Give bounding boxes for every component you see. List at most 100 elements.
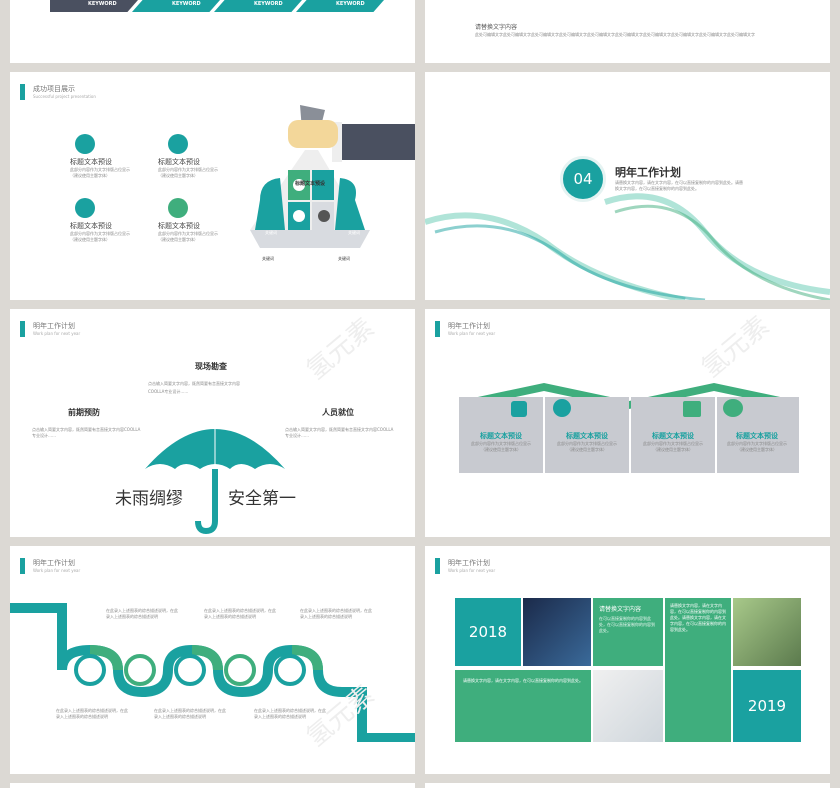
item-note: （建议使用主题字体） bbox=[158, 237, 198, 242]
slide2-title: 请替换文字内容 bbox=[475, 24, 518, 31]
card-title: 标题文本预设 bbox=[480, 432, 522, 440]
slide-title: 成功项目展示 bbox=[33, 85, 75, 93]
slide-5[interactable]: 明年工作计划 Work plan for next year 现场勘查 点击输入… bbox=[10, 309, 415, 537]
keyword-row: KEYWORD KEYWORD KEYWORD KEYWORD bbox=[50, 0, 410, 12]
slide-10-partial[interactable] bbox=[425, 783, 830, 788]
body-right: 点击输入简要文字内容，既然简要有言直接文字内容COOLLA专业设计…… bbox=[285, 427, 394, 438]
roof-ribbon bbox=[459, 383, 799, 409]
card-1-text: 标题文本预设 此部分内容作为文字排版占位显示 （建议使用主题字体） bbox=[461, 431, 541, 453]
watermark: 氢元素 bbox=[696, 310, 776, 384]
item-3: 标题文本预设 此部分内容作为文字排版占位显示 （建议使用主题字体） bbox=[70, 198, 145, 243]
section-number: 04 bbox=[573, 170, 593, 188]
slide-2[interactable]: 请替换文字内容 此处可编辑文字此处可编辑文字此处可编辑文字此处可编辑文字此处可编… bbox=[425, 0, 830, 63]
item-desc: 此部分内容作为文字排版占位显示 bbox=[70, 167, 130, 172]
card-3[interactable] bbox=[631, 397, 715, 473]
slide-subtitle: Work plan for next year bbox=[33, 331, 81, 336]
top-text-3: 在此录入上述图表的综合描述说明，在此录入上述图表的综合描述说明 bbox=[300, 608, 372, 619]
title-accent-bar bbox=[20, 84, 25, 100]
card-title: 标题文本预设 bbox=[566, 432, 608, 440]
center-body: 在可以直接复制你的内容到此处，在可以直接复制你的内容到此处。 bbox=[599, 616, 655, 633]
card-note: （建议使用主题字体） bbox=[567, 447, 607, 452]
year-2019: 2019 bbox=[747, 697, 787, 715]
year-2019-tile: 2019 bbox=[733, 670, 801, 742]
bag-label-3: 关键词 bbox=[262, 256, 274, 261]
item-title: 标题文本预设 bbox=[70, 222, 112, 230]
bottom-text-2: 在此录入上述图表的综合描述说明，在此录入上述图表的综合描述说明 bbox=[154, 708, 226, 719]
cards bbox=[459, 397, 799, 473]
user-icon bbox=[75, 134, 95, 154]
heading-top: 现场勘查 bbox=[195, 362, 227, 371]
card-title: 标题文本预设 bbox=[652, 432, 694, 440]
right-body: 请替换文字内容，请在文字内容，在可以直接复制你的内容到此处。请替换文字内容，请在… bbox=[670, 603, 726, 632]
body-top: 点击输入简要文字内容，既然简要有言直接文字内容 bbox=[148, 381, 240, 386]
wave-decoration bbox=[425, 193, 830, 300]
title-accent-bar bbox=[20, 321, 25, 337]
card-note: （建议使用主题字体） bbox=[737, 447, 777, 452]
item-note: （建议使用主题字体） bbox=[158, 173, 198, 178]
bag-label-1: 关键词 bbox=[265, 230, 277, 235]
slide-8[interactable]: 明年工作计划 Work plan for next year 2018 请替换文… bbox=[425, 546, 830, 774]
item-note: （建议使用主题字体） bbox=[70, 237, 110, 242]
slide-4[interactable]: 04 明年工作计划 请替换文字内容，请在文字内容，在可以直接复制你的内容到此处。… bbox=[425, 72, 830, 300]
chart-icon bbox=[168, 134, 188, 154]
slide-3[interactable]: 成功项目展示 Successful project presentation 标… bbox=[10, 72, 415, 300]
section-number-badge: 04 bbox=[560, 156, 606, 202]
bulb-icon bbox=[168, 198, 188, 218]
slide-subtitle: Work plan for next year bbox=[448, 568, 496, 573]
slide-1[interactable]: KEYWORD KEYWORD KEYWORD KEYWORD bbox=[10, 0, 415, 63]
keyword-2: KEYWORD bbox=[132, 0, 220, 12]
bottom-text-1: 在此录入上述图表的综合描述说明，在此录入上述图表的综合描述说明 bbox=[56, 708, 128, 719]
timeline-path bbox=[10, 603, 415, 742]
top-text-1: 在此录入上述图表的综合描述说明，在此录入上述图表的综合描述说明 bbox=[106, 608, 178, 619]
team-icon bbox=[723, 399, 743, 417]
watermark: 氢元素 bbox=[301, 312, 381, 386]
card-desc: 此部分内容作为文字排版占位显示 bbox=[557, 441, 617, 446]
slogan-left: 未雨绸缪 bbox=[115, 489, 183, 509]
title-accent-bar bbox=[435, 558, 440, 574]
item-4: 标题文本预设 此部分内容作为文字排版占位显示 （建议使用主题字体） bbox=[158, 198, 233, 243]
slide-6[interactable]: 明年工作计划 Work plan for next year 标题文本预设 此部… bbox=[425, 309, 830, 537]
item-note: （建议使用主题字体） bbox=[70, 173, 110, 178]
money-bag-illustration bbox=[250, 105, 415, 248]
slide2-body: 此处可编辑文字此处可编辑文字此处可编辑文字此处可编辑文字此处可编辑文字此处可编辑… bbox=[475, 32, 755, 37]
card-desc: 此部分内容作为文字排版占位显示 bbox=[727, 441, 787, 446]
item-desc: 此部分内容作为文字排版占位显示 bbox=[158, 167, 218, 172]
monitor-icon bbox=[683, 401, 701, 417]
bag-label-2: 关键词 bbox=[348, 230, 360, 235]
slide-7[interactable]: 明年工作计划 Work plan for next year 在此录入上述图表的… bbox=[10, 546, 415, 774]
slide-subtitle: Successful project presentation bbox=[33, 94, 96, 99]
section-title: 明年工作计划 bbox=[615, 166, 681, 179]
item-title: 标题文本预设 bbox=[70, 158, 112, 166]
bottom-text-3: 在此录入上述图表的综合描述说明，在此录入上述图表的综合描述说明 bbox=[254, 708, 326, 719]
card-2-text: 标题文本预设 此部分内容作为文字排版占位显示 （建议使用主题字体） bbox=[547, 431, 627, 453]
item-desc: 此部分内容作为文字排版占位显示 bbox=[70, 231, 130, 236]
card-note: （建议使用主题字体） bbox=[653, 447, 693, 452]
keyword-3: KEYWORD bbox=[214, 0, 302, 12]
card-3-text: 标题文本预设 此部分内容作为文字排版占位显示 （建议使用主题字体） bbox=[633, 431, 713, 453]
slogan-right: 安全第一 bbox=[228, 489, 296, 509]
green-text-tile: 请替换文字内容，请在文字内容，在可以直接复制你的内容到此处。 bbox=[455, 670, 591, 742]
woman-photo bbox=[733, 598, 801, 666]
card-desc: 此部分内容作为文字排版占位显示 bbox=[471, 441, 531, 446]
keyword-4: KEYWORD bbox=[296, 0, 384, 12]
center-title: 请替换文字内容 bbox=[599, 606, 642, 613]
card-title: 标题文本预设 bbox=[736, 432, 778, 440]
slide-subtitle: Work plan for next year bbox=[448, 331, 496, 336]
top-text-2: 在此录入上述图表的综合描述说明，在此录入上述图表的综合描述说明 bbox=[204, 608, 276, 619]
tech-hand-photo bbox=[523, 598, 591, 666]
card-1[interactable] bbox=[459, 397, 543, 473]
title-accent-bar bbox=[20, 558, 25, 574]
slide-subtitle: Work plan for next year bbox=[33, 568, 81, 573]
search-icon bbox=[75, 198, 95, 218]
body-top-2: COOLLA专业设计…… bbox=[148, 389, 189, 394]
item-2: 标题文本预设 此部分内容作为文字排版占位显示 （建议使用主题字体） bbox=[158, 134, 233, 179]
section-body: 请替换文字内容，请在文字内容，在可以直接复制你的内容到此处。请替换文字内容，在可… bbox=[615, 180, 743, 191]
title-accent-bar bbox=[435, 321, 440, 337]
item-1: 标题文本预设 此部分内容作为文字排版占位显示 （建议使用主题字体） bbox=[70, 134, 145, 179]
slide-title: 明年工作计划 bbox=[448, 322, 490, 330]
slide-9-partial[interactable] bbox=[10, 783, 415, 788]
heading-right: 人员就位 bbox=[322, 408, 354, 417]
green-body: 请替换文字内容，请在文字内容，在可以直接复制你的内容到此处。 bbox=[463, 678, 583, 683]
item-desc: 此部分内容作为文字排版占位显示 bbox=[158, 231, 218, 236]
bag-label-4: 关键词 bbox=[338, 256, 350, 261]
